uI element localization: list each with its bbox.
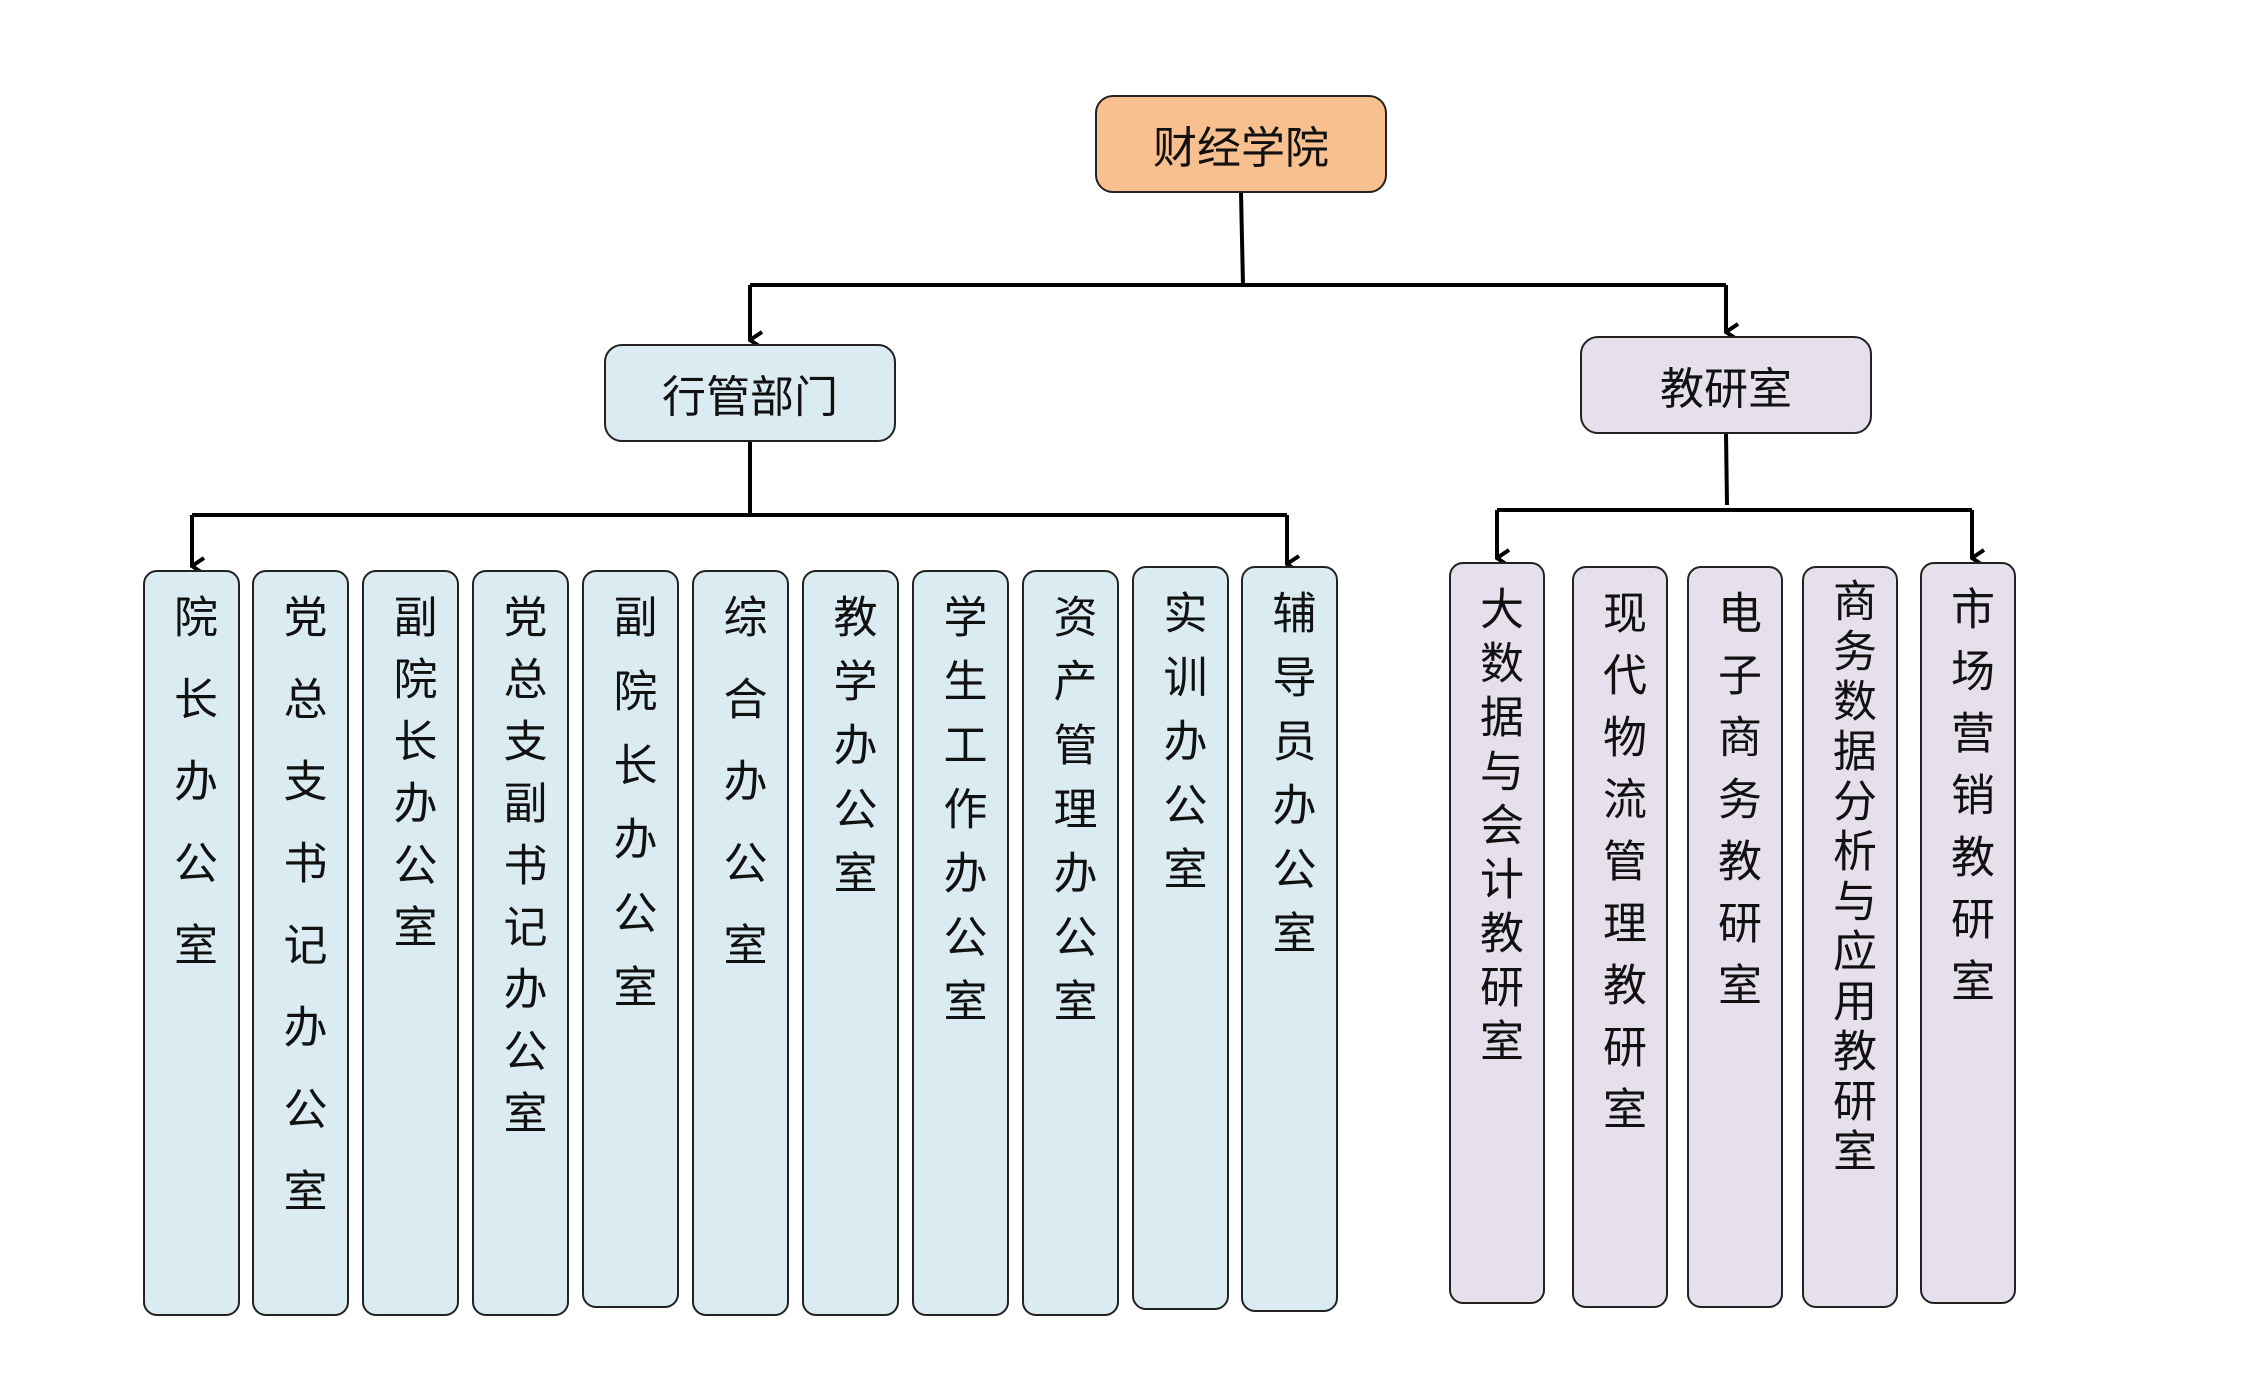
leaf-label: 市场营销教研室 xyxy=(1943,586,1994,1020)
leaf-label: 现代物流管理教研室 xyxy=(1595,590,1646,1148)
leaf-label: 资产管理办公室 xyxy=(1045,594,1097,1042)
leaf-label: 电子商务教研室 xyxy=(1710,590,1761,1024)
leaf-teach-2: 电子商务教研室 xyxy=(1687,566,1783,1308)
admin-dept-node: 行管部门 xyxy=(604,344,896,442)
leaf-label: 党总支书记办公室 xyxy=(275,594,327,1250)
leaf-label: 副院长办公室 xyxy=(605,594,657,1038)
leaf-teach-1: 现代物流管理教研室 xyxy=(1572,566,1668,1308)
leaf-admin-1: 党总支书记办公室 xyxy=(252,570,349,1316)
leaf-label: 实训办公室 xyxy=(1155,590,1207,910)
leaf-admin-3: 党总支副书记办公室 xyxy=(472,570,569,1316)
teaching-research-node: 教研室 xyxy=(1580,336,1872,434)
leaf-label: 综合办公室 xyxy=(715,594,767,1004)
leaf-teach-3: 商务数据分析与应用教研室 xyxy=(1802,566,1898,1308)
admin-dept-label: 行管部门 xyxy=(662,372,838,423)
leaf-label: 学生工作办公室 xyxy=(935,594,987,1042)
leaf-admin-9: 实训办公室 xyxy=(1132,566,1229,1310)
leaf-label: 副院长办公室 xyxy=(385,594,437,966)
root-node: 财经学院 xyxy=(1095,95,1387,193)
leaf-label: 商务数据分析与应用教研室 xyxy=(1825,578,1876,1178)
leaf-teach-0: 大数据与会计教研室 xyxy=(1449,562,1545,1304)
leaf-admin-8: 资产管理办公室 xyxy=(1022,570,1119,1316)
leaf-admin-4: 副院长办公室 xyxy=(582,570,679,1308)
leaf-admin-7: 学生工作办公室 xyxy=(912,570,1009,1316)
teaching-research-label: 教研室 xyxy=(1660,364,1792,415)
leaf-admin-6: 教学办公室 xyxy=(802,570,899,1316)
leaf-label: 党总支副书记办公室 xyxy=(495,594,547,1152)
leaf-label: 教学办公室 xyxy=(825,594,877,914)
root-node-label: 财经学院 xyxy=(1153,123,1329,174)
leaf-admin-5: 综合办公室 xyxy=(692,570,789,1316)
leaf-teach-4: 市场营销教研室 xyxy=(1920,562,2016,1304)
connector-teach-down xyxy=(1724,433,1729,506)
leaf-label: 辅导员办公室 xyxy=(1264,590,1316,974)
leaf-admin-2: 副院长办公室 xyxy=(362,570,459,1316)
connector-root-down xyxy=(1239,192,1245,286)
leaf-label: 大数据与会计教研室 xyxy=(1472,586,1523,1072)
leaf-label: 院长办公室 xyxy=(166,594,217,1004)
leaf-admin-10: 辅导员办公室 xyxy=(1241,566,1338,1312)
leaf-admin-0: 院长办公室 xyxy=(143,570,240,1316)
